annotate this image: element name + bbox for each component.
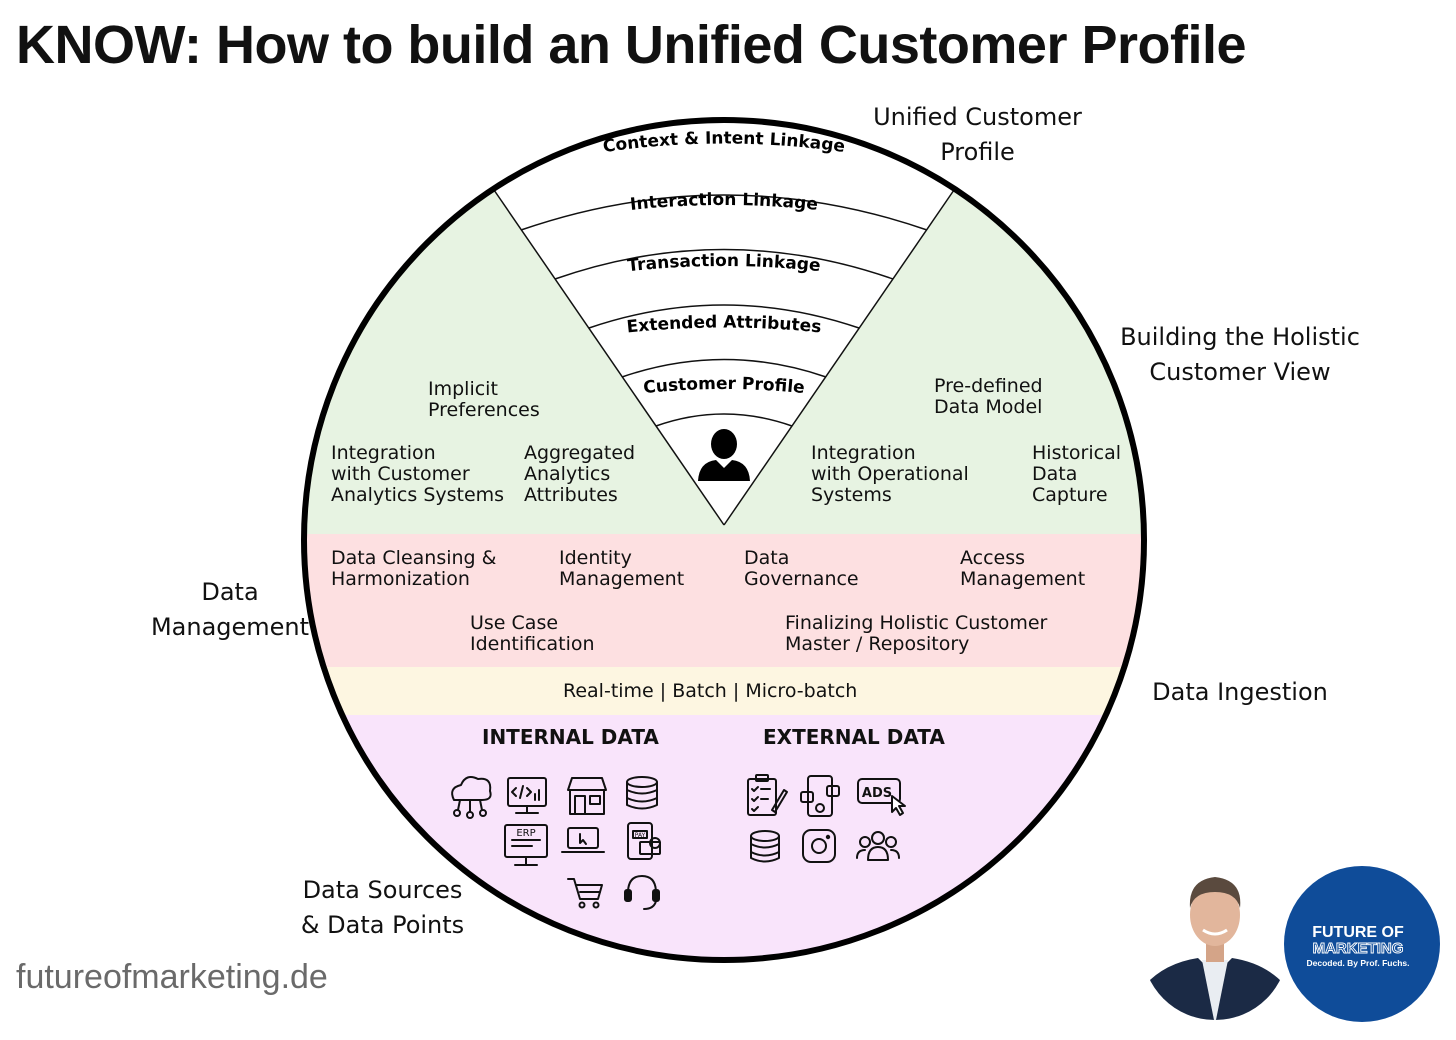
- svg-text:MARKETING: MARKETING: [1313, 940, 1404, 957]
- item-access-management: Access Management: [960, 547, 1086, 590]
- internal-data-heading: INTERNAL DATA: [482, 725, 659, 749]
- storefront-icon: [567, 777, 607, 815]
- svg-text:Decoded. By Prof. Fuchs.: Decoded. By Prof. Fuchs.: [1307, 958, 1410, 968]
- item-predefined-data-model: Pre-defined Data Model: [934, 375, 1043, 418]
- author-portrait: [1142, 874, 1288, 1020]
- management-band: [304, 534, 1144, 667]
- ingestion-band: [304, 667, 1144, 715]
- item-integration-operational: Integration with Operational Systems: [811, 442, 969, 506]
- label-data-sources: Data Sources & Data Points: [300, 876, 465, 939]
- label-unified-customer-profile: Unified Customer Profile: [873, 103, 1082, 166]
- code-monitor-icon: [507, 777, 547, 814]
- headset-icon: [624, 875, 660, 910]
- item-data-governance: Data Governance: [744, 547, 859, 590]
- social-phone-icon: [800, 775, 840, 817]
- item-aggregated-analytics: Aggregated Analytics Attributes: [524, 442, 636, 506]
- item-integration-customer-analytics: Integration with Customer Analytics Syst…: [331, 442, 505, 506]
- person-icon: [698, 429, 750, 481]
- label-data-management: Data Management: [150, 578, 310, 641]
- svg-text:FUTURE OF: FUTURE OF: [1312, 924, 1404, 941]
- item-implicit-preferences: Implicit Preferences: [428, 378, 540, 421]
- label-data-ingestion: Data Ingestion: [1152, 678, 1328, 706]
- community-icon: [856, 831, 900, 861]
- shopping-cart-icon: [567, 878, 603, 909]
- erp-monitor-icon: ERP: [504, 824, 548, 866]
- svg-text:PAY: PAY: [635, 832, 646, 839]
- ingestion-modes: Real-time | Batch | Micro-batch: [563, 680, 858, 702]
- page-title: KNOW: How to build an Unified Customer P…: [16, 15, 1247, 75]
- item-historical-data-capture: Historical Data Capture: [1032, 442, 1121, 506]
- database-icon-external: [750, 830, 780, 863]
- cloud-network-icon: [451, 776, 492, 819]
- svg-text:ERP: ERP: [516, 828, 535, 839]
- item-identity-management: Identity Management: [559, 547, 685, 590]
- outer-circle: [301, 117, 1147, 963]
- item-finalizing-master: Finalizing Holistic Customer Master / Re…: [785, 612, 1048, 655]
- database-icon: [626, 776, 658, 810]
- svg-text:ADS: ADS: [862, 786, 892, 801]
- future-of-marketing-badge: FUTURE OF MARKETING Decoded. By Prof. Fu…: [1284, 866, 1440, 1022]
- external-data-heading: EXTERNAL DATA: [763, 725, 945, 749]
- item-data-cleansing: Data Cleansing & Harmonization: [331, 547, 497, 590]
- label-holistic-view: Building the Holistic Customer View: [1120, 323, 1360, 386]
- clipboard-checklist-icon: [747, 774, 788, 816]
- footer-url: futureofmarketing.de: [16, 958, 328, 996]
- laptop-cursor-icon: [561, 827, 605, 853]
- instagram-icon: [802, 829, 836, 863]
- mobile-pay-icon: PAY: [627, 822, 661, 860]
- item-use-case-identification: Use Case Identification: [470, 612, 595, 655]
- ads-click-icon: ADS: [857, 778, 906, 816]
